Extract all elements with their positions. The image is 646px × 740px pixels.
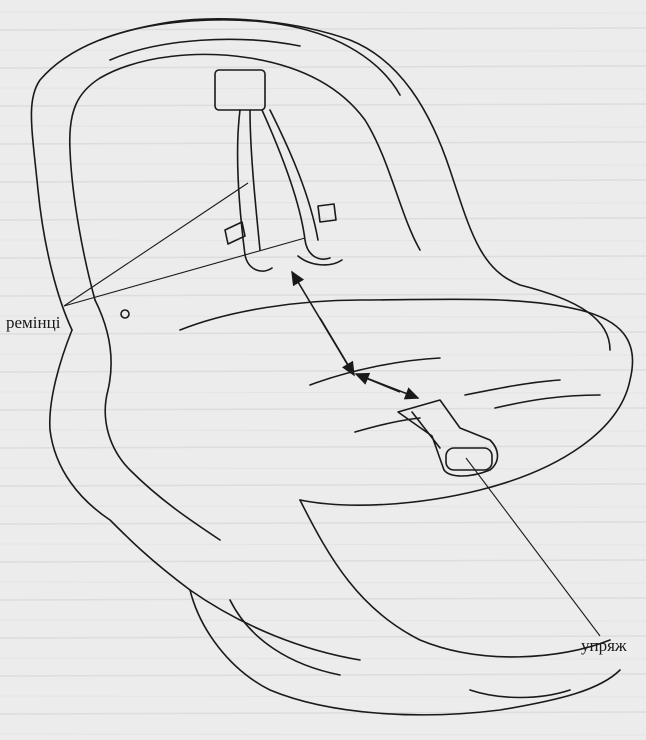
harness-label: упряж <box>581 636 627 656</box>
straps-label: ремінці <box>6 313 60 333</box>
